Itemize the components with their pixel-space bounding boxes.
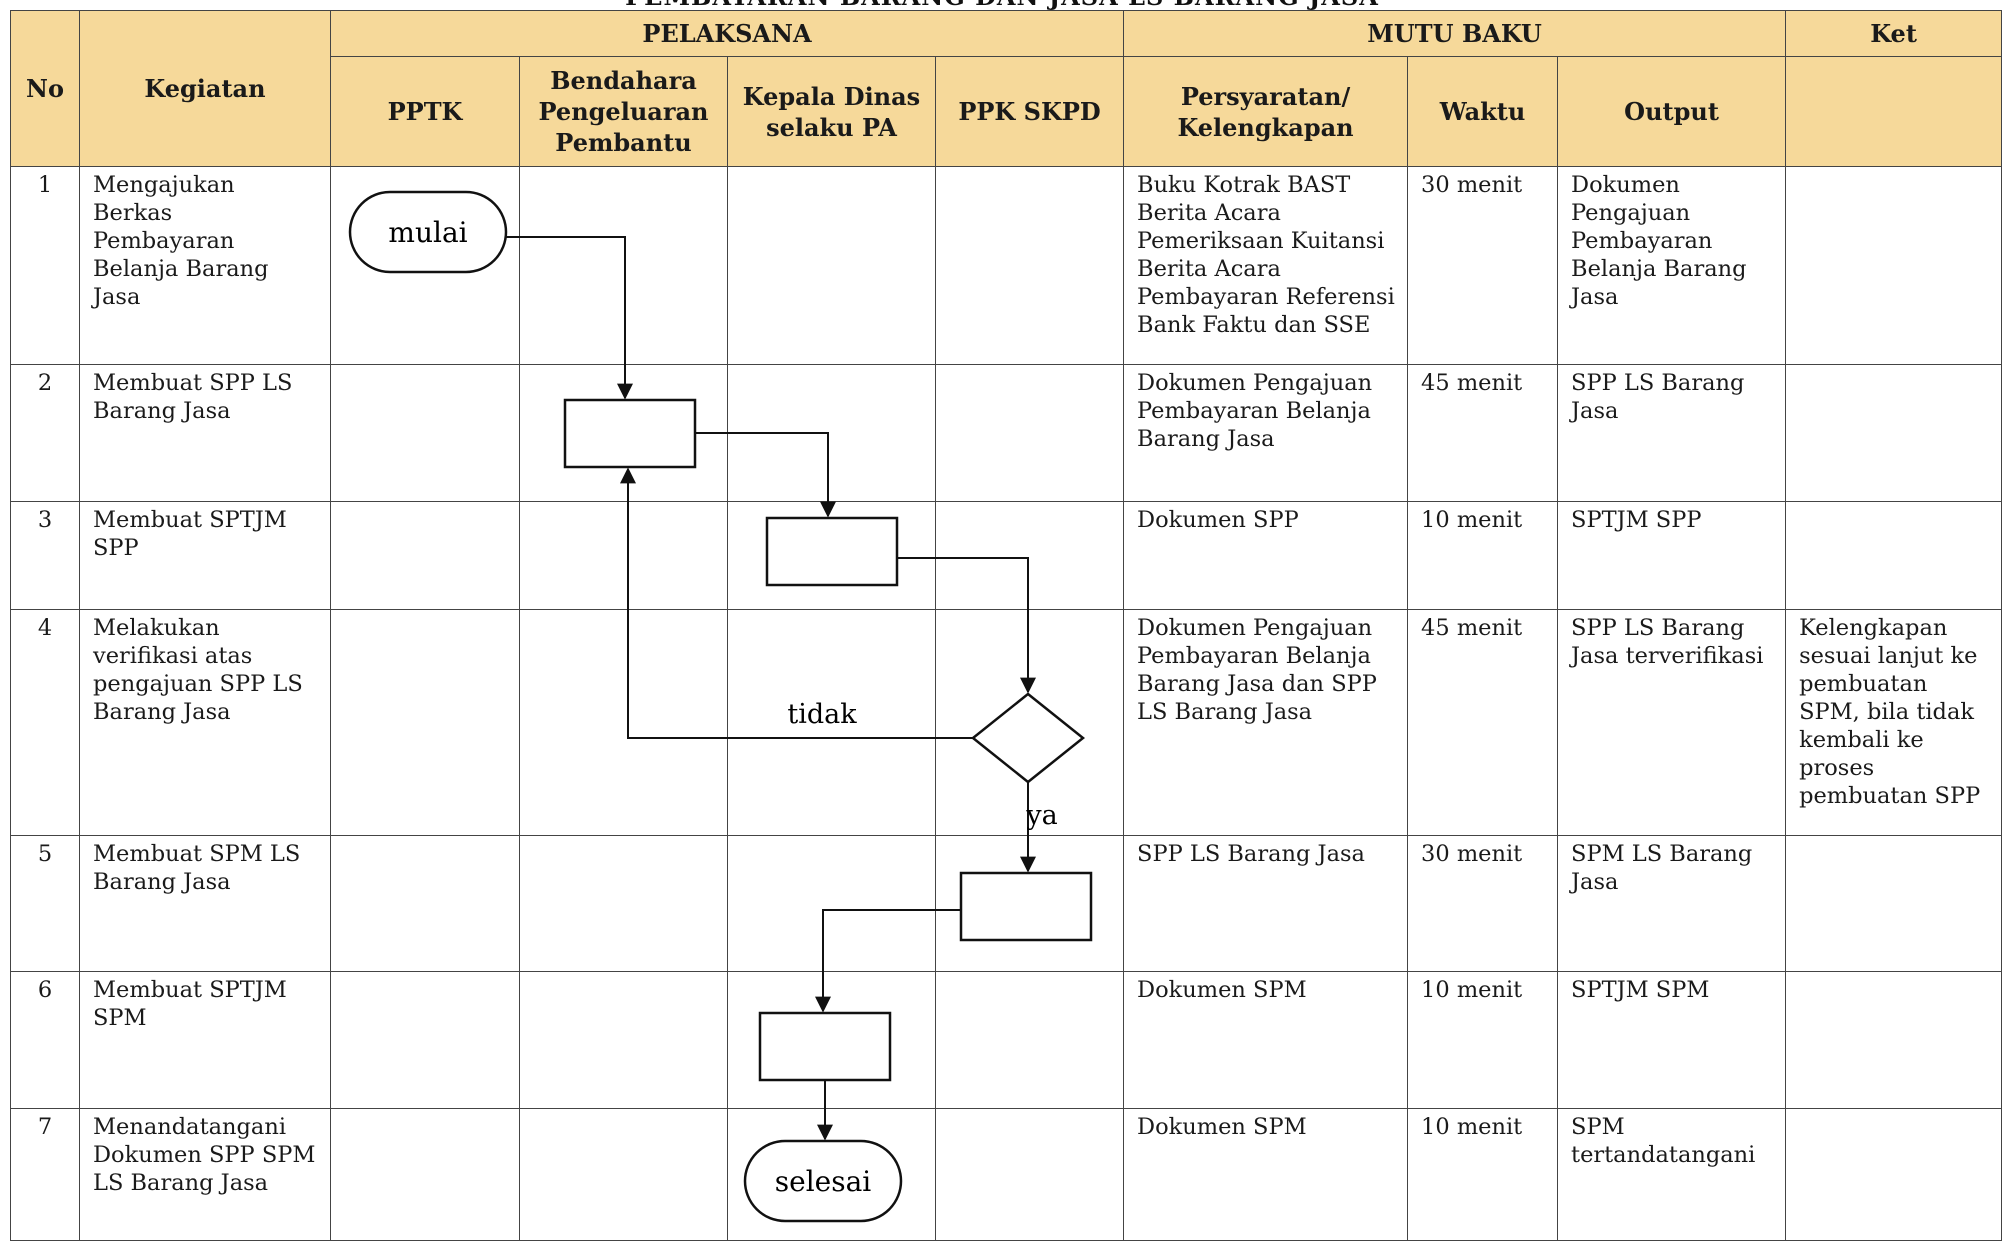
lane-cell [330,609,520,836]
row-waktu: 30 menit [1407,835,1559,972]
row-ket [1785,166,2003,365]
row-ket [1785,971,2003,1109]
lane-cell [727,835,936,972]
row-output: SPM tertandatangani [1557,1108,1787,1241]
lane-cell [330,166,520,365]
row-kegiatan: Membuat SPTJM SPP [79,501,331,610]
row-no: 7 [10,1108,80,1241]
row-kegiatan: Melakukan verifikasi atas pengajuan SPP … [79,609,331,836]
row-kegiatan: Mengajukan Berkas Pembayaran Belanja Bar… [79,166,331,365]
lane-cell [330,501,520,610]
header-no: No [10,10,80,167]
document-title: PEMBAYARAN BARANG DAN JASA LS BARANG JAS… [0,0,2004,11]
row-persyaratan: Dokumen SPP [1123,501,1409,610]
header-actor-pptk: PPTK [330,56,520,167]
row-ket [1785,835,2003,972]
lane-cell [727,609,936,836]
header-mutu-baku: MUTU BAKU [1123,10,1787,57]
header-output: Output [1557,56,1787,167]
row-waktu: 10 menit [1407,1108,1559,1241]
row-output: SPM LS Barang Jasa [1557,835,1787,972]
table-row: 7 Menandatangani Dokumen SPP SPM LS Bara… [10,1108,2003,1241]
lane-cell [330,1108,520,1241]
row-waktu: 10 menit [1407,971,1559,1109]
lane-cell [727,364,936,502]
row-no: 6 [10,971,80,1109]
row-no: 4 [10,609,80,836]
header-kegiatan: Kegiatan [79,10,331,167]
row-ket: Kelengkapan sesuai lanjut ke pembuatan S… [1785,609,2003,836]
row-waktu: 10 menit [1407,501,1559,610]
lane-cell [727,166,936,365]
lane-cell [934,835,1125,972]
header-ket-blank [1785,56,2003,167]
row-output: Dokumen Pengajuan Pembayaran Belanja Bar… [1557,166,1787,365]
row-output: SPTJM SPP [1557,501,1787,610]
table-row: 1 Mengajukan Berkas Pembayaran Belanja B… [10,166,2003,365]
lane-cell [519,166,728,365]
row-kegiatan: Menandatangani Dokumen SPP SPM LS Barang… [79,1108,331,1241]
lane-cell [934,609,1125,836]
header-actor-ppk-skpd: PPK SKPD [934,56,1125,167]
row-persyaratan: Dokumen Pengajuan Pembayaran Belanja Bar… [1123,609,1409,836]
row-persyaratan: Dokumen SPM [1123,1108,1409,1241]
row-waktu: 30 menit [1407,166,1559,365]
row-kegiatan: Membuat SPTJM SPM [79,971,331,1109]
row-ket [1785,1108,2003,1241]
header-waktu: Waktu [1407,56,1559,167]
lane-cell [934,1108,1125,1241]
lane-cell [727,501,936,610]
lane-cell [519,501,728,610]
lane-cell [519,1108,728,1241]
row-no: 1 [10,166,80,365]
lane-cell [519,609,728,836]
header-actor-kepala-dinas: Kepala Dinas selaku PA [727,56,936,167]
row-waktu: 45 menit [1407,364,1559,502]
table-row: 3 Membuat SPTJM SPP Dokumen SPP 10 menit… [10,501,2003,610]
header-pelaksana: PELAKSANA [329,10,1125,57]
row-output: SPP LS Barang Jasa [1557,364,1787,502]
row-kegiatan: Membuat SPM LS Barang Jasa [79,835,331,972]
lane-cell [934,971,1125,1109]
row-no: 2 [10,364,80,502]
lane-cell [330,835,520,972]
row-output: SPTJM SPM [1557,971,1787,1109]
row-waktu: 45 menit [1407,609,1559,836]
table-row: 4 Melakukan verifikasi atas pengajuan SP… [10,609,2003,836]
lane-cell [330,364,520,502]
header-actor-bendahara: Bendahara Pengeluaran Pembantu [519,56,728,167]
lane-cell [330,971,520,1109]
row-persyaratan: Dokumen Pengajuan Pembayaran Belanja Bar… [1123,364,1409,502]
table-row: 5 Membuat SPM LS Barang Jasa SPP LS Bara… [10,835,2003,972]
row-no: 3 [10,501,80,610]
lane-cell [934,166,1125,365]
header-persyaratan: Persyaratan/ Kelengkapan [1123,56,1409,167]
table-row: 6 Membuat SPTJM SPM Dokumen SPM 10 menit… [10,971,2003,1109]
lane-cell [727,1108,936,1241]
row-persyaratan: Dokumen SPM [1123,971,1409,1109]
row-persyaratan: SPP LS Barang Jasa [1123,835,1409,972]
table-row: 2 Membuat SPP LS Barang Jasa Dokumen Pen… [10,364,2003,502]
lane-cell [519,971,728,1109]
lane-cell [727,971,936,1109]
lane-cell [519,364,728,502]
row-kegiatan: Membuat SPP LS Barang Jasa [79,364,331,502]
sop-table: No Kegiatan PELAKSANA MUTU BAKU Ket PPTK… [10,10,2003,1241]
header-ket: Ket [1785,10,2003,57]
row-persyaratan: Buku Kotrak BAST Berita Acara Pemeriksaa… [1123,166,1409,365]
lane-cell [934,501,1125,610]
lane-cell [934,364,1125,502]
row-no: 5 [10,835,80,972]
row-output: SPP LS Barang Jasa terverifikasi [1557,609,1787,836]
row-ket [1785,501,2003,610]
lane-cell [519,835,728,972]
row-ket [1785,364,2003,502]
